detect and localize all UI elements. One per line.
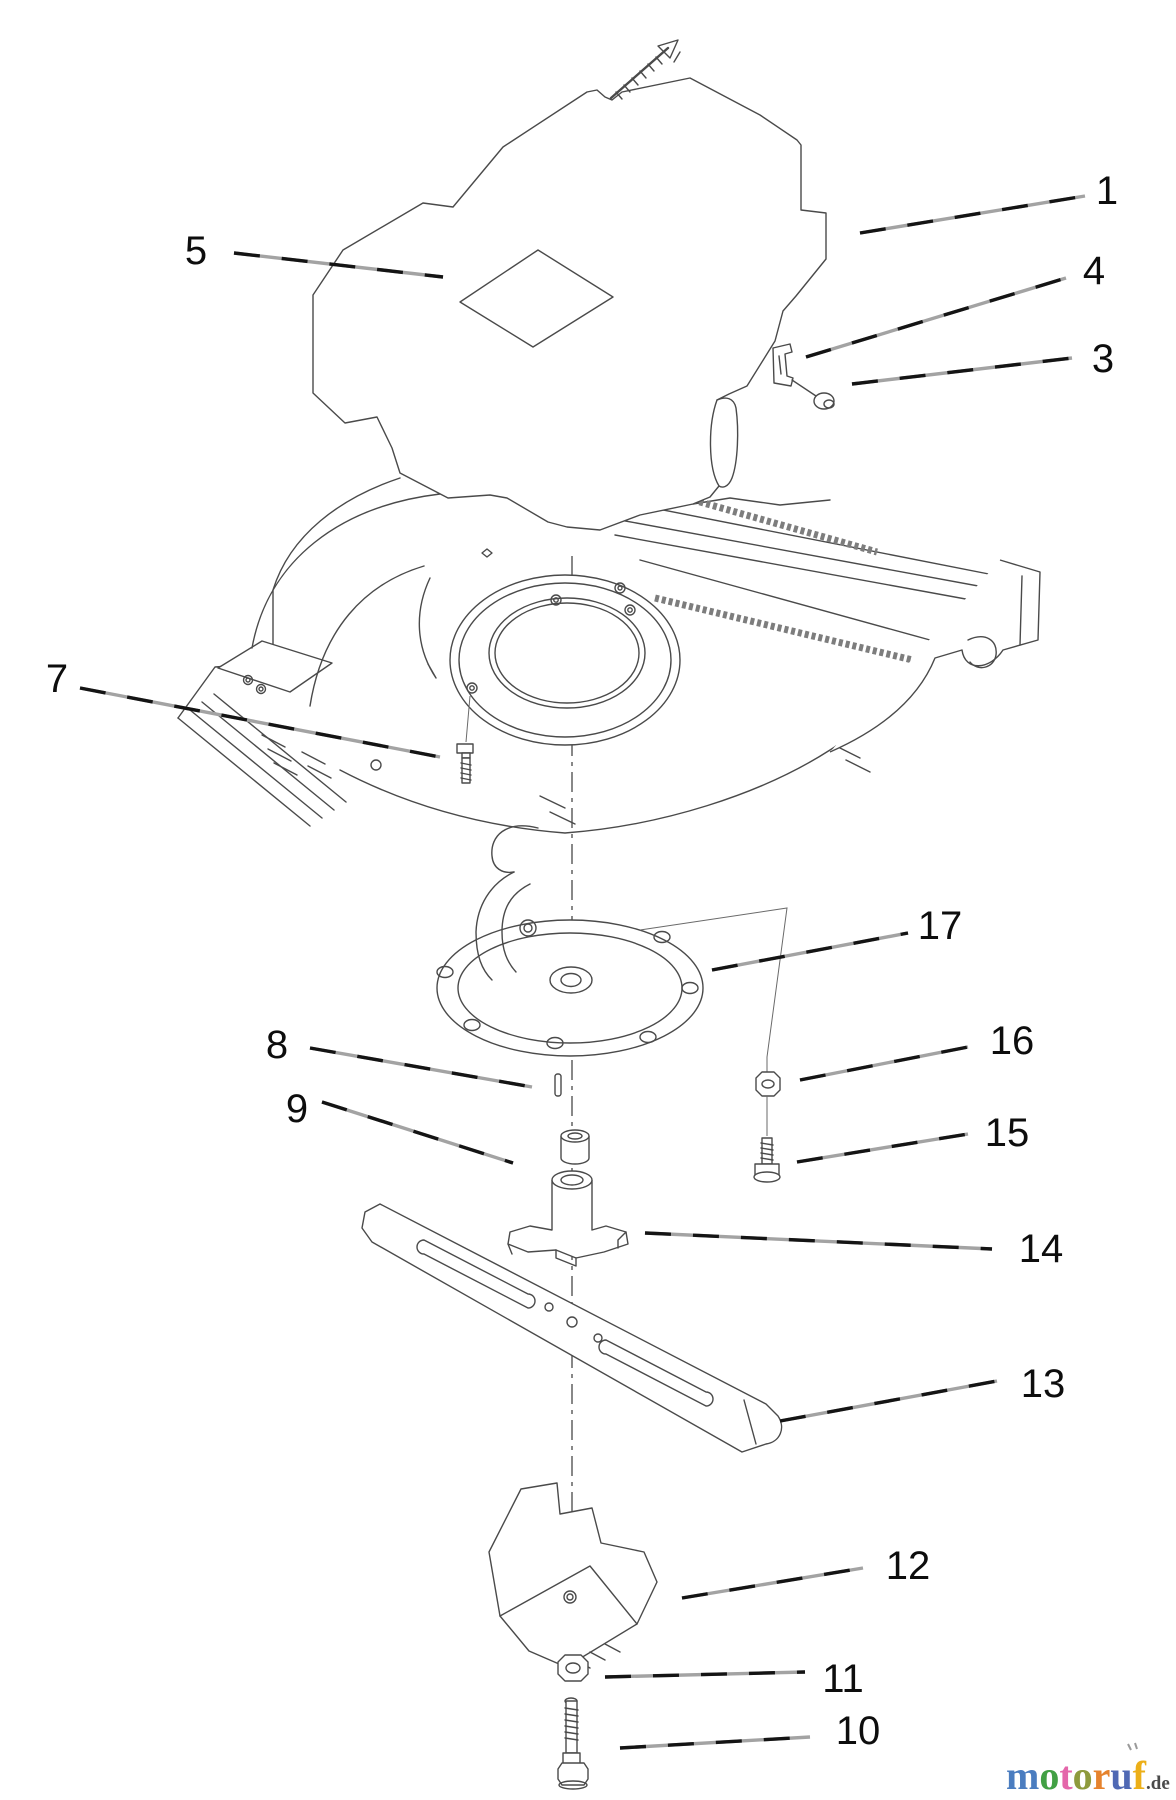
logo-letter: o <box>1039 1753 1059 1798</box>
logo-letter: u <box>1110 1753 1132 1798</box>
callout-label-13: 13 <box>1021 1362 1066 1406</box>
engine-decal-diamond <box>459 249 614 348</box>
logo-letter: f <box>1133 1753 1147 1798</box>
deck-screw-7 <box>456 695 474 784</box>
callout-label-5: 5 <box>185 229 207 273</box>
engine <box>312 77 827 531</box>
logo-letter: o <box>1073 1753 1093 1798</box>
callout-16: 16 <box>799 1019 1035 1082</box>
motoruf-logo[interactable]: motoruf.de <box>1006 1742 1170 1798</box>
deck-right-bracket <box>829 559 1041 753</box>
brake-arm <box>475 825 539 981</box>
flange-bolt-15 <box>753 1137 781 1183</box>
engine-clip-4 <box>772 343 794 387</box>
callout-label-11: 11 <box>822 1657 864 1701</box>
svg-text:motoruf.de: motoruf.de <box>1006 1753 1170 1798</box>
callout-label-15: 15 <box>985 1111 1030 1155</box>
callout-label-9: 9 <box>286 1087 308 1131</box>
mower-blade-13 <box>361 1203 783 1453</box>
logo-suffix: .de <box>1146 1773 1170 1794</box>
woodruff-key-8 <box>554 1073 562 1097</box>
callout-label-4: 4 <box>1083 249 1105 293</box>
logo-letter: r <box>1093 1753 1111 1798</box>
callout-label-1: 1 <box>1096 169 1118 213</box>
callout-14: 14 <box>644 1227 1064 1271</box>
callout-17: 17 <box>711 904 963 972</box>
callout-1: 1 <box>859 169 1118 235</box>
callout-4: 4 <box>805 249 1105 359</box>
mower-deck-housing <box>177 477 1041 834</box>
callout-label-7: 7 <box>46 657 68 701</box>
callout-7: 7 <box>46 657 441 759</box>
mulch-deflector-12 <box>488 1482 658 1669</box>
callout-8: 8 <box>266 1023 533 1089</box>
callout-15: 15 <box>796 1111 1030 1164</box>
logo-tick-mark <box>1127 1742 1138 1751</box>
deck-side-tab <box>217 640 333 693</box>
callout-label-14: 14 <box>1019 1227 1064 1271</box>
callout-13: 13 <box>779 1362 1066 1423</box>
logo-letter: t <box>1059 1753 1073 1798</box>
callout-label-10: 10 <box>836 1709 881 1753</box>
callout-label-12: 12 <box>886 1544 931 1588</box>
discharge-rails <box>614 494 1005 667</box>
blade-adapter-14 <box>507 1170 629 1267</box>
callout-label-3: 3 <box>1092 337 1114 381</box>
dipstick-rod <box>609 39 681 100</box>
callout-3: 3 <box>851 337 1114 386</box>
flange-locknut-16 <box>755 1071 781 1136</box>
deck-skirt-hatch <box>261 734 871 825</box>
callout-10: 10 <box>619 1709 881 1753</box>
blade-locknut-11 <box>557 1654 589 1682</box>
callout-label-17: 17 <box>918 904 963 948</box>
callout-12: 12 <box>681 1544 931 1600</box>
callout-11: 11 <box>604 1657 864 1701</box>
logo-letter: m <box>1006 1753 1039 1798</box>
callout-5: 5 <box>185 229 444 279</box>
clip-screw-3 <box>791 379 835 410</box>
blade-spacer-9 <box>560 1129 590 1165</box>
engine-mounting-ring <box>449 574 681 746</box>
blade-brake-flange <box>436 825 788 1072</box>
blade-bolt-10 <box>557 1697 589 1790</box>
callout-label-8: 8 <box>266 1023 288 1067</box>
callout-9: 9 <box>286 1087 514 1165</box>
callout-label-16: 16 <box>990 1019 1035 1063</box>
